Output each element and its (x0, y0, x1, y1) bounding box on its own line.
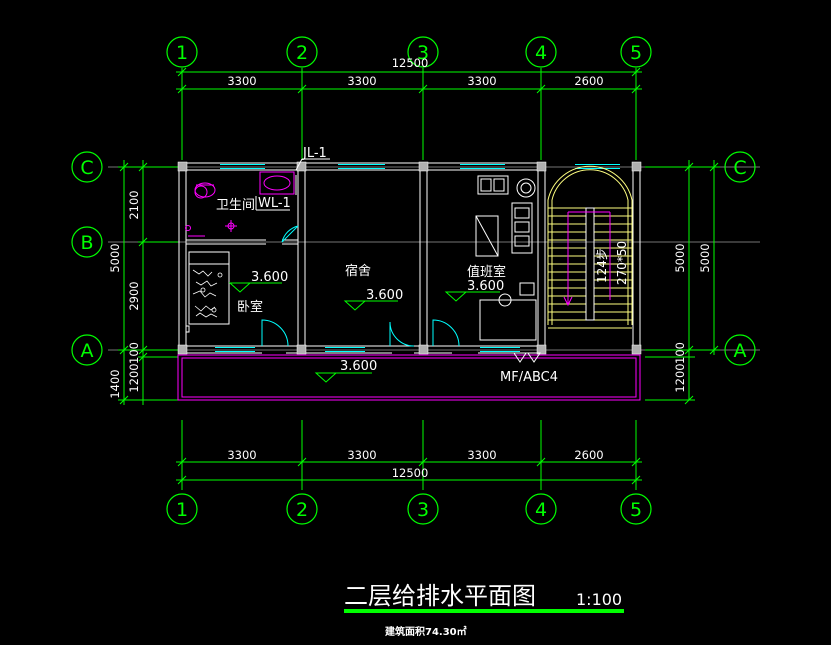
drawing-title: 二层给排水平面图 (344, 582, 536, 610)
label-stair-steps: 124步 (595, 248, 609, 283)
top-dimension-lines (176, 67, 642, 94)
elev-balcony: 3.600 (340, 359, 377, 374)
dim-bottom-total: 12500 (392, 466, 429, 480)
dim-top-span-2: 3300 (347, 74, 376, 88)
dim-bottom-span-2: 3300 (347, 448, 376, 462)
dim-left-span-2: 2900 (127, 281, 141, 310)
pipe-jl-leader (295, 158, 330, 171)
axis-label-3-bottom: 3 (417, 499, 429, 521)
elev-duty: 3.600 (467, 279, 504, 294)
axis-bubble-1-bottom (166, 493, 198, 525)
title-underline (344, 609, 624, 613)
dim-left-span-1: 2100 (127, 190, 141, 219)
axis-bubbles-top (166, 36, 652, 68)
axis-label-5-bottom: 5 (630, 499, 642, 521)
elev-bedroom: 3.600 (251, 270, 288, 285)
axis-label-2-top: 2 (296, 42, 308, 64)
dim-top-span-3: 3300 (467, 74, 496, 88)
dim-top-total: 12500 (392, 56, 429, 70)
axis-bubble-3-bottom (407, 493, 439, 525)
axis-bubble-a-left (71, 334, 103, 366)
axis-bubble-4-top (525, 36, 557, 68)
axis-bubble-c-right (724, 151, 756, 183)
dim-right-total: 5000 (698, 243, 712, 272)
dim-left-span-3: 1200 (127, 363, 141, 392)
right-dimension-lines (645, 160, 720, 405)
elev-dorm: 3.600 (366, 288, 403, 303)
axis-label-5-top: 5 (630, 42, 642, 64)
staircase (547, 165, 633, 329)
axis-label-3-top: 3 (417, 42, 429, 64)
axis-label-2-bottom: 2 (296, 499, 308, 521)
area-note: 建筑面积74.30㎡ (384, 625, 467, 638)
bottom-dimension-lines (176, 457, 642, 485)
axis-extension-lines (181, 68, 637, 490)
label-extinguisher: MF/ABC4 (500, 370, 558, 385)
elevation-markers (228, 282, 500, 383)
duty-room-furniture (475, 175, 537, 341)
dim-top-span-4: 2600 (574, 74, 603, 88)
grid-lines (108, 166, 760, 351)
bed (185, 251, 230, 333)
axis-label-a-left: A (81, 340, 94, 362)
axis-label-1-top: 1 (176, 42, 188, 64)
windows (215, 164, 620, 352)
axis-bubble-2-top (286, 36, 318, 68)
axis-bubble-1-top (166, 36, 198, 68)
axis-bubble-5-top (620, 36, 652, 68)
dim-right-span-2: 1200 (673, 363, 687, 392)
walls (178, 162, 641, 354)
room-label-bathroom: 卫生间 (216, 198, 255, 213)
axis-label-b-left: B (80, 232, 93, 254)
axis-label-4-top: 4 (535, 42, 547, 64)
axis-label-c-left: C (80, 157, 93, 179)
dim-left-total: 5000 (108, 243, 122, 272)
axis-bubble-a-right (724, 334, 756, 366)
axis-bubble-3-top (407, 36, 439, 68)
room-label-bedroom: 卧室 (237, 299, 263, 315)
balcony (177, 354, 641, 401)
axis-label-4-bottom: 4 (535, 499, 547, 521)
axis-bubbles-right (724, 151, 756, 366)
bathroom-fixtures (185, 171, 297, 237)
label-pipe-jl: JL-1 (302, 146, 327, 161)
dim-right-extra: 100 (673, 342, 687, 364)
axis-bubble-4-bottom (525, 493, 557, 525)
axis-label-c-right: C (733, 157, 746, 179)
dim-right-span-1: 5000 (673, 243, 687, 272)
label-pipe-wl: WL-1 (258, 196, 291, 211)
axis-bubble-b-left (71, 226, 103, 258)
axis-label-1-bottom: 1 (176, 499, 188, 521)
columns (177, 161, 642, 355)
axis-bubble-5-bottom (620, 493, 652, 525)
dim-top-span-1: 3300 (227, 74, 256, 88)
dim-bottom-span-4: 2600 (574, 448, 603, 462)
drawing-scale: 1:100 (576, 590, 622, 609)
axis-bubble-c-left (71, 151, 103, 183)
axis-bubbles-bottom (166, 493, 652, 525)
left-dimension-lines (118, 160, 178, 405)
axis-bubble-2-bottom (286, 493, 318, 525)
axis-label-a-right: A (734, 340, 747, 362)
dim-bottom-span-1: 3300 (227, 448, 256, 462)
dim-left-extra: 100 (127, 342, 141, 364)
axis-bubbles-left (71, 151, 103, 366)
room-label-dorm: 宿舍 (345, 263, 371, 279)
label-stair-size: 270*50 (615, 241, 629, 285)
dim-bottom-span-3: 3300 (467, 448, 496, 462)
extinguisher-icon (513, 352, 541, 363)
pipe-wl-leader (255, 196, 290, 211)
dim-left-span-4: 1400 (108, 369, 122, 398)
room-label-duty: 值班室 (467, 264, 506, 280)
doors (261, 225, 460, 347)
